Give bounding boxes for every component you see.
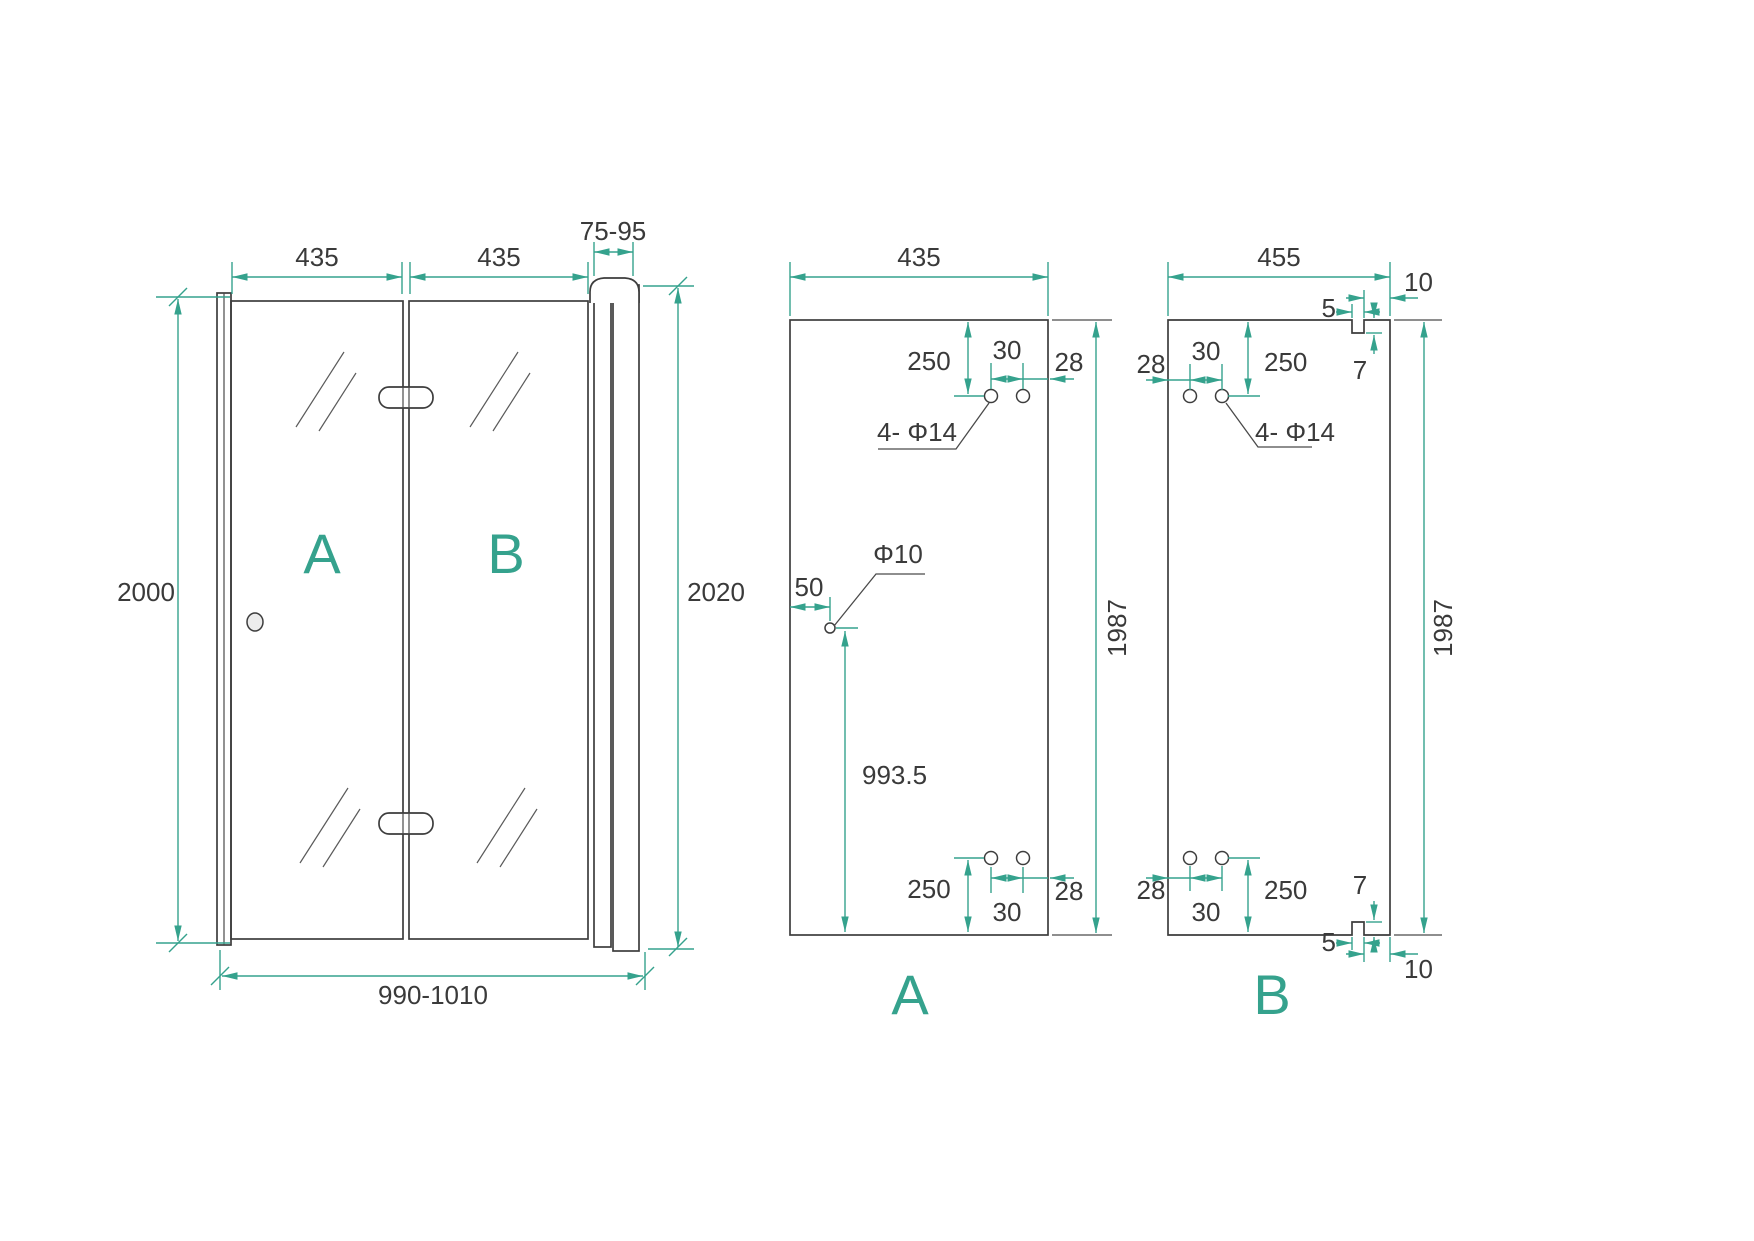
glass-reflection-marks — [295, 351, 538, 868]
dim-label-notch-top-width: 5 — [1322, 293, 1336, 323]
dim-b-top-edge-distance: 28 — [1137, 349, 1190, 384]
holes-callout-label-b: 4- Φ14 — [1255, 417, 1335, 447]
dim-wall-profile-width: 75-95 — [580, 216, 647, 276]
assembled-panel-b-label: B — [487, 522, 524, 585]
dim-label-b-bottom-hole-spacing: 30 — [1192, 897, 1221, 927]
dim-label-wall-profile: 75-95 — [580, 216, 647, 246]
dim-label-notch-bottom-depth: 7 — [1353, 870, 1367, 900]
dim-a-handle-height: 993.5 — [836, 627, 927, 932]
dim-label-b-width: 455 — [1257, 242, 1300, 272]
dim-a-height: 1987 — [1092, 322, 1132, 933]
dim-label-panel-b-width: 435 — [477, 242, 520, 272]
panel-b-holes-callout: 4- Φ14 — [1225, 402, 1335, 448]
dim-b-width: 455 — [1167, 242, 1391, 316]
dim-label-notch-bottom-width: 5 — [1322, 927, 1336, 957]
dim-label-notch-top-depth: 7 — [1353, 355, 1367, 385]
dim-b-top-hole-spacing: 30 — [1189, 336, 1223, 390]
handle-hole-callout: Φ10 — [833, 539, 925, 627]
dim-label-notch-bottom-offset: 10 — [1404, 954, 1433, 984]
wall-profile-outer — [612, 284, 640, 952]
dim-b-bottom-hole-spacing: 30 — [1189, 866, 1223, 927]
dim-b-top-offset: 250 — [1228, 322, 1307, 397]
dim-a-top-hole-spacing: 30 — [990, 335, 1024, 389]
wall-profile-cap — [589, 277, 640, 303]
door-drawing — [216, 277, 640, 952]
handle-hole-label: Φ10 — [873, 539, 923, 569]
dim-label-b-bottom-edge-distance: 28 — [1137, 875, 1166, 905]
dim-panel-b-width: 435 — [409, 242, 589, 294]
dim-label-height-left: 2000 — [117, 577, 175, 607]
hinge-top — [378, 386, 434, 409]
assembled-view: 435 435 75-95 2000 2 — [117, 216, 745, 1010]
dim-label-a-width: 435 — [897, 242, 940, 272]
dim-a-width: 435 — [789, 242, 1049, 316]
panel-a-holes — [824, 388, 1031, 866]
dim-label-handle-height: 993.5 — [862, 760, 927, 790]
dim-label-a-bottom-offset: 250 — [907, 874, 950, 904]
dim-b-notch-top: 10 5 7 — [1322, 267, 1433, 385]
dim-label-notch-top-offset: 10 — [1404, 267, 1433, 297]
panel-b-outline — [1167, 319, 1391, 936]
panel-b-detail-label: B — [1253, 963, 1290, 1026]
dim-height-left: 2000 — [117, 287, 230, 953]
hinge-bottom — [378, 812, 434, 835]
dim-label-a-top-offset: 250 — [907, 346, 950, 376]
dim-a-handle-edge-distance: 50 — [790, 572, 831, 621]
dim-a-bottom-hole-spacing: 30 — [990, 867, 1024, 927]
panel-a-detail: 435 1987 250 30 28 4- Φ14 Φ1 — [789, 242, 1132, 1026]
dim-panel-a-width: 435 — [231, 242, 403, 294]
panel-a-glass — [230, 300, 404, 940]
panel-b-detail: 455 1987 28 30 250 4- Φ14 — [1137, 242, 1458, 1026]
panel-a-outline — [789, 319, 1049, 936]
dim-overall-width: 990-1010 — [210, 950, 655, 1010]
dim-label-a-height: 1987 — [1102, 599, 1132, 657]
dim-label-a-bottom-hole-spacing: 30 — [993, 897, 1022, 927]
panel-b-glass — [408, 300, 589, 940]
dim-label-height-right: 2020 — [687, 577, 745, 607]
dim-label-b-top-edge-distance: 28 — [1137, 349, 1166, 379]
dim-b-bottom-edge-distance: 28 — [1137, 874, 1190, 905]
panel-a-detail-label: A — [891, 963, 929, 1026]
dim-a-bottom-edge-distance: 28 — [1023, 874, 1084, 906]
dim-b-bottom-offset: 250 — [1228, 857, 1307, 932]
dim-label-b-bottom-offset: 250 — [1264, 875, 1307, 905]
dim-label-a-bottom-edge-distance: 28 — [1055, 876, 1084, 906]
dim-label-a-top-hole-spacing: 30 — [993, 335, 1022, 365]
dim-label-b-top-hole-spacing: 30 — [1192, 336, 1221, 366]
dim-b-notch-bottom: 7 5 10 — [1322, 870, 1433, 984]
door-knob — [246, 612, 264, 632]
dim-label-handle-edge-distance: 50 — [795, 572, 824, 602]
side-profile-inner — [593, 288, 612, 948]
dim-label-overall-width: 990-1010 — [378, 980, 488, 1010]
dim-label-b-height: 1987 — [1428, 599, 1458, 657]
holes-callout-label-a: 4- Φ14 — [877, 417, 957, 447]
dim-label-b-top-offset: 250 — [1264, 347, 1307, 377]
dim-a-top-edge-distance: 28 — [1023, 347, 1084, 383]
dim-height-right: 2020 — [643, 276, 745, 957]
panel-a-holes-callout: 4- Φ14 — [877, 402, 990, 450]
dim-b-height: 1987 — [1420, 322, 1458, 933]
dim-a-bottom-offset: 250 — [907, 857, 984, 932]
panel-b-holes — [1182, 388, 1230, 866]
dim-label-panel-a-width: 435 — [295, 242, 338, 272]
dim-label-a-top-edge-distance: 28 — [1055, 347, 1084, 377]
dim-a-top-offset: 250 — [907, 322, 984, 397]
assembled-panel-a-label: A — [303, 522, 341, 585]
